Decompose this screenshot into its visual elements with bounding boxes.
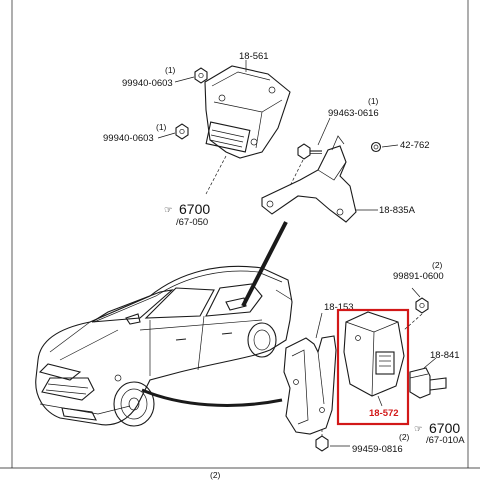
top-clip xyxy=(370,141,382,153)
bottom-bolt-qty: (2) xyxy=(399,432,410,442)
bottom-ref-main: 6700 xyxy=(429,420,460,436)
top-nut-2 xyxy=(175,123,189,140)
highlight-box xyxy=(336,308,410,426)
footer-qty: (2) xyxy=(210,470,221,480)
top-bolt-code: 99463-0616 xyxy=(328,108,379,119)
top-bracket xyxy=(261,135,357,223)
bottom-bracket-code: 18-153 xyxy=(324,302,354,313)
bottom-module xyxy=(343,311,405,397)
top-callout-line xyxy=(241,221,288,307)
bottom-module-code: 18-572 xyxy=(369,408,399,419)
top-nut-2-code: 99940-0603 xyxy=(103,133,154,144)
top-ref-icon: ☞ xyxy=(164,205,173,216)
bottom-nut-code: 99891-0600 xyxy=(393,271,444,282)
bottom-nut xyxy=(415,297,429,314)
top-clip-code: 42-762 xyxy=(400,140,430,151)
car-illustration xyxy=(35,265,293,427)
bottom-ref-icon: ☞ xyxy=(414,424,423,435)
top-unit-part-number: 18-561 xyxy=(239,51,269,62)
bottom-callout-line xyxy=(141,388,283,407)
top-bolt-qty: (1) xyxy=(368,96,379,106)
top-bolt xyxy=(297,143,322,160)
top-control-unit xyxy=(204,65,291,159)
top-nut-2-qty: (1) xyxy=(156,122,167,132)
top-ref-sub: /67-050 xyxy=(176,217,208,228)
top-ref-main: 6700 xyxy=(179,201,210,217)
top-bracket-code: 18-835A xyxy=(379,205,416,216)
bottom-ref-sub: /67-010A xyxy=(426,435,465,446)
bottom-bolt xyxy=(315,428,329,452)
top-nut-1-code: 99940-0603 xyxy=(122,78,173,89)
bottom-bracket xyxy=(283,335,337,435)
bottom-nut-qty: (2) xyxy=(432,260,443,270)
top-nut-1-qty: (1) xyxy=(165,65,176,75)
bottom-sensor xyxy=(409,367,447,399)
bottom-bolt-code: 99459-0816 xyxy=(352,444,403,455)
top-nut-1 xyxy=(194,67,208,84)
bottom-sensor-code: 18-841 xyxy=(430,350,460,361)
